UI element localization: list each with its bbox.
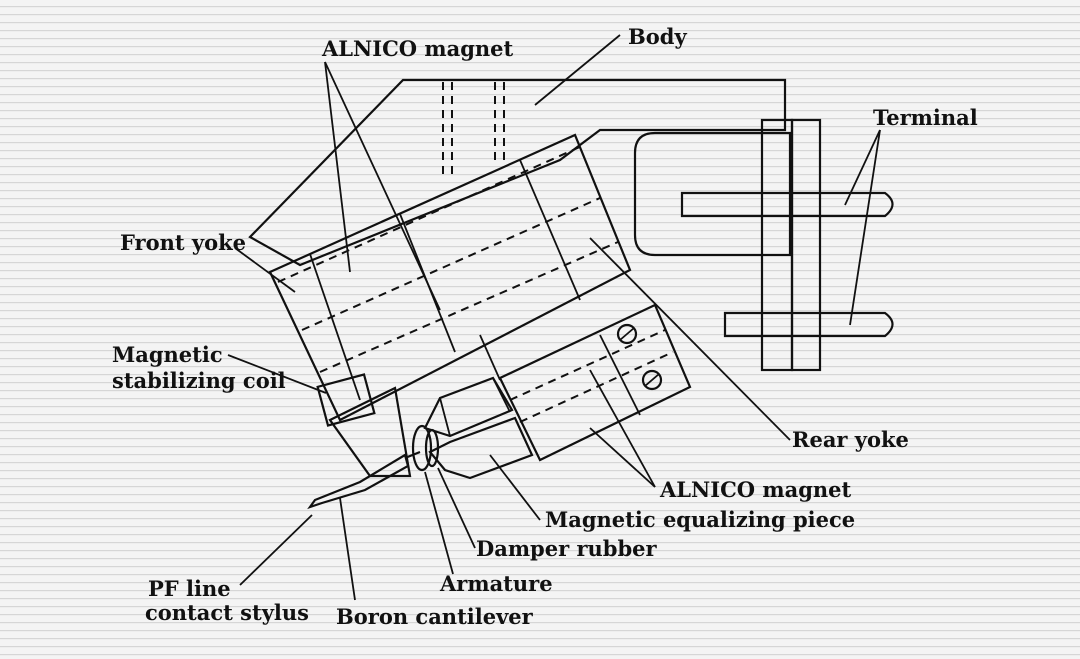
label-boron-cantilever: Boron cantilever (336, 604, 534, 629)
label-pf-line: PF line (148, 576, 231, 601)
label-damper-rubber: Damper rubber (476, 536, 658, 561)
label-armature: Armature (439, 571, 553, 596)
terminal-block (633, 118, 894, 372)
lower-magnet-assembly (479, 303, 692, 462)
labels: ALNICO magnet Body Terminal Front yoke M… (112, 24, 978, 629)
label-stabilizing-coil-line1: Magnetic (112, 342, 223, 367)
body-housing (248, 78, 787, 267)
stabilizing-coil (316, 373, 376, 427)
label-rear-yoke: Rear yoke (792, 427, 909, 452)
label-terminal: Terminal (873, 105, 978, 130)
label-alnico-magnet-bottom: ALNICO magnet (659, 477, 852, 502)
equalizing-pole-pieces (423, 376, 534, 480)
label-body: Body (628, 24, 687, 49)
armature-damper (404, 424, 440, 472)
leader-lines (227, 34, 881, 601)
label-stabilizing-coil-line2: stabilizing coil (112, 368, 286, 393)
label-magnetic-equalizing-piece: Magnetic equalizing piece (545, 507, 855, 532)
front-yoke-extension (328, 386, 412, 478)
cantilever-stylus (307, 453, 410, 510)
label-front-yoke: Front yoke (120, 230, 246, 255)
label-contact-stylus: contact stylus (145, 600, 309, 625)
label-alnico-magnet-top: ALNICO magnet (321, 36, 514, 61)
